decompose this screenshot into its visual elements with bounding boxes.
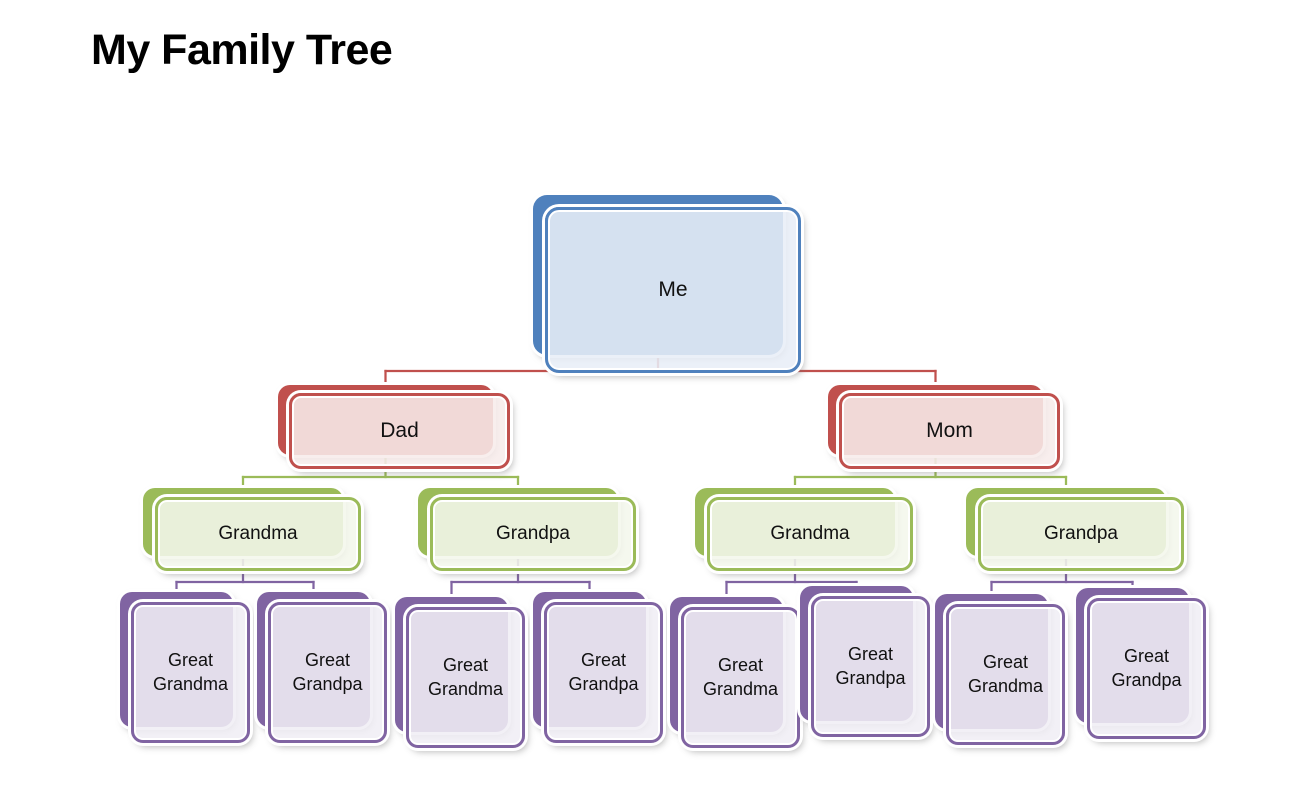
- node-front-shape: Me: [545, 207, 801, 373]
- node-front-shape: Grandma: [707, 497, 913, 571]
- node-front-shape: Great Grandpa: [544, 602, 663, 743]
- node-label: Great Grandma: [152, 650, 229, 694]
- node-front-shape: Great Grandma: [946, 604, 1065, 745]
- node-label: Grandpa: [1044, 522, 1118, 544]
- node-label: Great Grandma: [427, 655, 504, 699]
- node-label: Mom: [926, 419, 973, 443]
- node-label: Great Grandma: [702, 655, 779, 699]
- node-label: Great Grandpa: [292, 650, 363, 694]
- node-front-shape: Great Grandpa: [268, 602, 387, 743]
- node-label: Me: [658, 278, 688, 302]
- node-front-shape: Great Grandma: [406, 607, 525, 748]
- node-front-shape: Mom: [839, 393, 1060, 469]
- node-front-shape: Grandpa: [978, 497, 1184, 571]
- node-label: Great Grandpa: [1111, 646, 1182, 690]
- node-front-shape: Great Grandpa: [811, 596, 930, 737]
- node-front-shape: Great Grandma: [131, 602, 250, 743]
- node-label: Grandma: [770, 522, 850, 544]
- node-front-shape: Great Grandpa: [1087, 598, 1206, 739]
- node-label: Great Grandma: [967, 652, 1044, 696]
- node-front-shape: Dad: [289, 393, 510, 469]
- node-label: Dad: [380, 419, 419, 443]
- node-label: Grandma: [218, 522, 298, 544]
- node-label: Grandpa: [496, 522, 570, 544]
- page-title: My Family Tree: [91, 26, 393, 74]
- node-front-shape: Grandpa: [430, 497, 636, 571]
- node-front-shape: Great Grandma: [681, 607, 800, 748]
- node-front-shape: Grandma: [155, 497, 361, 571]
- node-label: Great Grandpa: [835, 644, 906, 688]
- node-label: Great Grandpa: [568, 650, 639, 694]
